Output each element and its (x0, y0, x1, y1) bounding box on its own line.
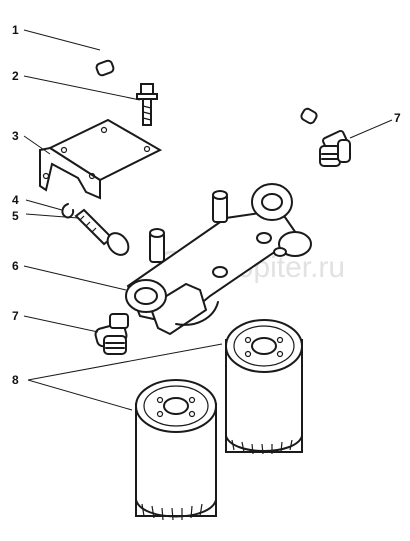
callout-7-lower: 7 (12, 309, 19, 323)
callout-6: 6 (12, 259, 19, 273)
part-2-bolt (136, 83, 158, 126)
callout-7-upper: 7 (394, 111, 401, 125)
callout-4: 4 (12, 193, 19, 207)
part-6-filter-head (125, 183, 312, 336)
callout-1: 1 (12, 23, 19, 37)
callout-2: 2 (12, 69, 19, 83)
leader-lines (23, 29, 393, 411)
part-7-elbow-upper (319, 129, 351, 167)
part-1-hose (95, 21, 318, 125)
callout-8: 8 (12, 373, 19, 387)
callout-5: 5 (12, 209, 19, 223)
part-3-bracket (39, 118, 163, 200)
part-8-filter-back (225, 319, 303, 455)
part-5-bolt (74, 208, 130, 256)
part-4-washer (61, 203, 75, 219)
callout-3: 3 (12, 129, 19, 143)
part-7-elbow-lower (94, 313, 129, 355)
part-8-filter-front (135, 379, 217, 521)
